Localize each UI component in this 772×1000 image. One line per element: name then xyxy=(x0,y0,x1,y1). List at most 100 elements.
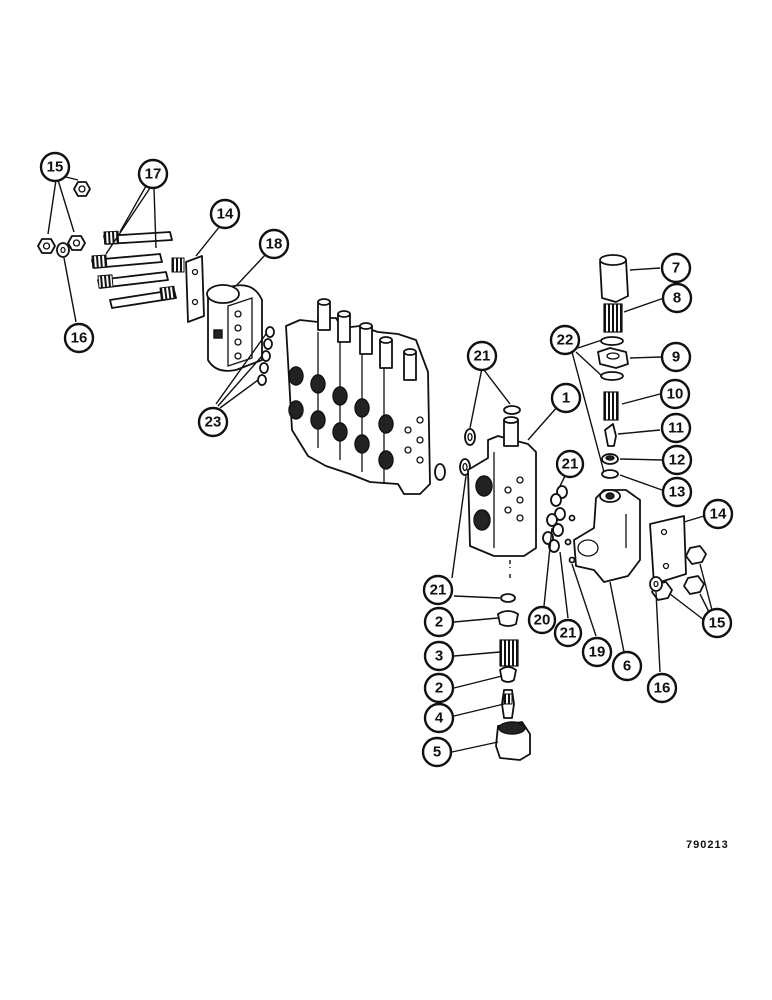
o-ring-21-top xyxy=(503,405,521,415)
seat-2-bottom xyxy=(499,666,517,683)
end-cover-6 xyxy=(573,489,641,583)
valve-section-1 xyxy=(467,416,537,557)
end-cover-18 xyxy=(206,284,263,372)
svg-text:15: 15 xyxy=(709,615,726,632)
svg-text:14: 14 xyxy=(217,206,234,223)
svg-text:16: 16 xyxy=(654,680,671,697)
svg-text:19: 19 xyxy=(589,644,606,661)
drawing-number: 790213 xyxy=(686,839,729,851)
spool-3 xyxy=(359,322,373,355)
o-ring-22-b xyxy=(600,371,624,381)
callout-1: 1 xyxy=(550,382,582,414)
spring-10 xyxy=(603,391,619,421)
spool-5 xyxy=(403,348,417,381)
spool-1 xyxy=(317,298,331,331)
stud-17-d xyxy=(109,257,185,309)
svg-text:1: 1 xyxy=(562,390,570,407)
o-ring-13 xyxy=(601,469,619,479)
callout-17: 17 xyxy=(137,158,169,190)
callout-2-top: 2 xyxy=(423,606,455,638)
leader-lines xyxy=(47,175,713,753)
callout-14-left: 14 xyxy=(209,198,241,230)
callout-10: 10 xyxy=(659,378,691,410)
callout-13: 13 xyxy=(661,476,693,508)
svg-text:21: 21 xyxy=(562,456,579,473)
nut-9 xyxy=(597,347,629,369)
callout-21-right-lower: 21 xyxy=(553,618,583,648)
valve-bank-assembly xyxy=(285,298,431,495)
nut-15-right-a xyxy=(685,545,707,565)
nut-15-a xyxy=(73,181,91,197)
callout-11: 11 xyxy=(660,412,692,444)
washer-16-right xyxy=(649,576,663,592)
svg-text:21: 21 xyxy=(430,582,447,599)
svg-text:14: 14 xyxy=(710,506,727,523)
callout-6: 6 xyxy=(611,650,643,682)
stud-17-c xyxy=(97,271,169,289)
svg-text:5: 5 xyxy=(433,744,441,761)
svg-text:13: 13 xyxy=(669,484,686,501)
o-ring-21-bottom xyxy=(500,593,516,603)
callout-7: 7 xyxy=(660,252,692,284)
callout-4: 4 xyxy=(423,702,455,734)
svg-text:8: 8 xyxy=(673,290,681,307)
svg-text:23: 23 xyxy=(205,414,222,431)
svg-text:7: 7 xyxy=(672,260,680,277)
callout-3: 3 xyxy=(423,640,455,672)
svg-text:6: 6 xyxy=(623,658,631,675)
svg-text:9: 9 xyxy=(672,349,680,366)
svg-text:21: 21 xyxy=(474,348,491,365)
callout-21-top: 21 xyxy=(466,340,498,372)
svg-text:16: 16 xyxy=(71,330,88,347)
callout-23: 23 xyxy=(197,406,229,438)
callout-20: 20 xyxy=(527,605,557,635)
washers-20-21-stack xyxy=(542,485,576,564)
callout-9: 9 xyxy=(660,341,692,373)
svg-text:4: 4 xyxy=(435,710,444,727)
svg-text:2: 2 xyxy=(435,614,443,631)
svg-text:22: 22 xyxy=(557,332,574,349)
callout-2-bottom: 2 xyxy=(423,672,455,704)
callout-12: 12 xyxy=(661,444,693,476)
washer-16 xyxy=(56,242,70,258)
seat-12 xyxy=(601,453,619,465)
plug-5 xyxy=(495,721,531,761)
svg-text:17: 17 xyxy=(145,166,162,183)
svg-text:10: 10 xyxy=(667,386,684,403)
svg-text:12: 12 xyxy=(669,452,686,469)
callout-16-right: 16 xyxy=(646,672,678,704)
callout-16-left: 16 xyxy=(63,322,95,354)
callout-8: 8 xyxy=(661,282,693,314)
o-ring-22-a xyxy=(600,336,624,346)
bracket-14-left xyxy=(185,255,205,323)
bracket-14-right xyxy=(649,515,687,585)
poppet-4 xyxy=(501,689,515,719)
callout-21-left: 21 xyxy=(422,574,454,606)
svg-text:18: 18 xyxy=(266,236,283,253)
poppet-11 xyxy=(604,423,617,447)
svg-text:20: 20 xyxy=(534,612,551,629)
spool-4 xyxy=(379,336,393,369)
svg-text:3: 3 xyxy=(435,648,443,665)
washer-21-a xyxy=(464,428,476,446)
svg-text:21: 21 xyxy=(560,625,577,642)
callout-22: 22 xyxy=(549,324,581,356)
callout-19: 19 xyxy=(581,636,613,668)
spool-2 xyxy=(337,310,351,343)
svg-text:15: 15 xyxy=(47,159,64,176)
callout-5: 5 xyxy=(421,736,453,768)
spring-3 xyxy=(499,639,519,667)
seat-2-top xyxy=(497,610,519,627)
callout-14-right: 14 xyxy=(702,498,734,530)
nut-15-c xyxy=(67,235,86,251)
svg-text:2: 2 xyxy=(435,680,443,697)
callout-15-right: 15 xyxy=(701,607,733,639)
callout-15-left: 15 xyxy=(39,151,71,183)
washer-21-c xyxy=(434,463,446,481)
callout-21-right-upper: 21 xyxy=(555,449,585,479)
nut-15-b xyxy=(37,238,56,254)
callout-18: 18 xyxy=(258,228,290,260)
nut-15-right-b xyxy=(683,575,705,595)
stud-17-b xyxy=(91,253,163,269)
